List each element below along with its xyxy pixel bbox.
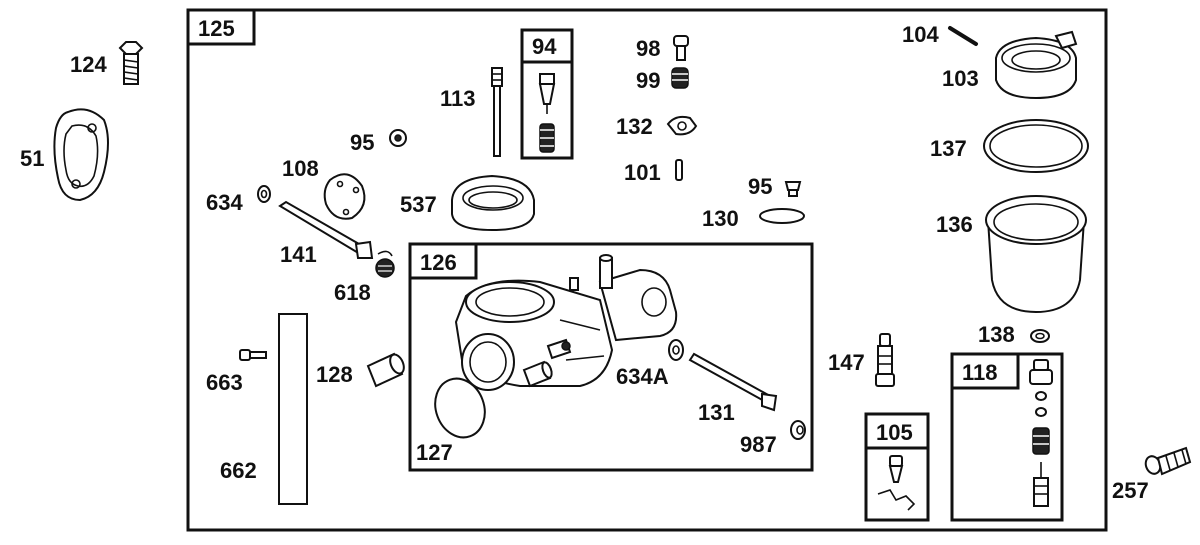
strip-662 xyxy=(278,313,308,505)
washer-634a xyxy=(668,339,684,361)
callout-95-lower: 95 xyxy=(748,174,772,199)
callout-108: 108 xyxy=(282,156,319,181)
callout-147: 147 xyxy=(828,350,865,375)
needle-pin-113 xyxy=(491,67,503,157)
needle-valve-94 xyxy=(538,73,556,153)
adjust-kit-118 xyxy=(1029,359,1053,507)
callout-105: 105 xyxy=(876,420,913,445)
oring-137 xyxy=(983,119,1089,173)
shaft-141 xyxy=(278,200,374,259)
callout-104: 104 xyxy=(902,22,939,47)
callout-101: 101 xyxy=(624,160,661,185)
seal-537 xyxy=(451,174,535,232)
callout-118: 118 xyxy=(962,360,998,385)
callout-95-upper: 95 xyxy=(350,130,374,155)
washer-130 xyxy=(759,208,805,224)
callout-257: 257 xyxy=(1112,478,1149,503)
nozzle-147 xyxy=(875,333,895,387)
callout-137: 137 xyxy=(930,136,967,161)
callout-537: 537 xyxy=(400,192,437,217)
frame-125 xyxy=(186,8,1108,532)
kit-box-105-tag xyxy=(864,412,930,450)
pin-101 xyxy=(675,159,683,181)
carburetor-body-126 xyxy=(454,254,678,391)
kit-box-94-tag xyxy=(520,28,574,64)
clip-132 xyxy=(666,115,698,136)
callout-124: 124 xyxy=(70,52,107,77)
diaphragm-108 xyxy=(323,173,366,220)
callout-141: 141 xyxy=(280,242,317,267)
gasket-127 xyxy=(434,377,486,439)
callout-127: 127 xyxy=(416,440,453,465)
callout-634a: 634A xyxy=(616,364,669,389)
washer-634 xyxy=(257,185,271,203)
callout-132: 132 xyxy=(616,114,653,139)
callout-662: 662 xyxy=(220,458,257,483)
bowl-136 xyxy=(985,195,1087,314)
bolt-124 xyxy=(118,41,144,85)
frame-125-tag xyxy=(186,8,256,46)
callout-138: 138 xyxy=(978,322,1015,347)
callout-131: 131 xyxy=(698,400,735,425)
spring-618 xyxy=(375,250,395,278)
screw-98 xyxy=(673,35,689,61)
screw-663 xyxy=(239,349,267,361)
plug-95-upper xyxy=(389,129,407,147)
callout-125: 125 xyxy=(198,16,235,41)
callout-99: 99 xyxy=(636,68,660,93)
callout-130: 130 xyxy=(702,206,739,231)
callout-98: 98 xyxy=(636,36,660,61)
shaft-131 xyxy=(688,352,778,412)
callout-103: 103 xyxy=(942,66,979,91)
callout-113: 113 xyxy=(440,86,476,111)
kit-box-126 xyxy=(408,242,814,472)
kit-box-126-tag xyxy=(408,242,478,280)
callout-126: 126 xyxy=(420,250,457,275)
callout-128: 128 xyxy=(316,362,353,387)
callout-136: 136 xyxy=(936,212,973,237)
float-103 xyxy=(995,30,1078,100)
tube-128 xyxy=(366,352,405,388)
kit-box-118-tag xyxy=(950,352,1020,390)
gasket-51 xyxy=(53,108,109,202)
bushing-987 xyxy=(790,420,806,440)
callout-987: 987 xyxy=(740,432,777,457)
pin-104 xyxy=(948,26,978,46)
spring-99 xyxy=(671,67,689,89)
callout-51: 51 xyxy=(20,146,44,171)
callout-618: 618 xyxy=(334,280,371,305)
plug-95-lower xyxy=(784,181,802,197)
callout-663: 663 xyxy=(206,370,243,395)
washer-138 xyxy=(1030,329,1050,343)
needle-kit-105 xyxy=(877,455,916,511)
callout-634: 634 xyxy=(206,190,243,215)
screw-257 xyxy=(1144,446,1192,476)
callout-94: 94 xyxy=(532,34,557,59)
